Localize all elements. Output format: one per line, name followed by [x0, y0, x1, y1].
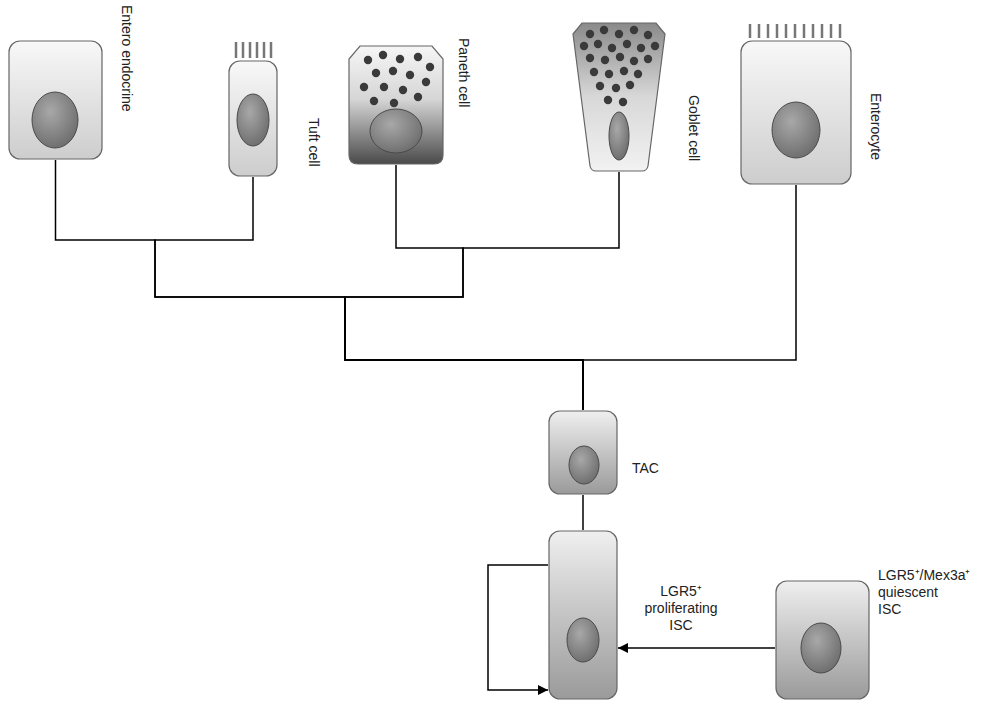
lineage-connector — [345, 165, 583, 410]
cell-label: Entero endocrine — [118, 5, 135, 112]
cell-label: Enterocyte — [867, 93, 884, 160]
cell-shape — [740, 40, 852, 185]
cell-shape — [548, 530, 618, 700]
cell-outline — [572, 22, 666, 172]
cell-node: Enterocyte — [740, 40, 852, 185]
cell-shape — [548, 410, 618, 495]
cell-shape — [775, 580, 870, 700]
cell-shape — [572, 22, 666, 172]
cell-label: TAC — [632, 460, 692, 477]
cell-label: LGR5⁺/Mex3a⁺ quiescent ISC — [878, 567, 988, 618]
cell-label: Paneth cell — [455, 38, 472, 107]
cell-node: Goblet cell — [572, 22, 666, 172]
lineage-connector — [56, 160, 584, 410]
cell-node: LGR5⁺/Mex3a⁺ quiescent ISC — [775, 580, 870, 700]
cell-label: LGR5⁺ proliferating ISC — [636, 583, 726, 634]
tuft-microvilli — [236, 42, 271, 58]
cell-node: Paneth cell — [348, 45, 444, 165]
lineage-connector — [583, 185, 796, 410]
enterocyte-microvilli — [750, 24, 840, 38]
cell-shape — [228, 60, 278, 177]
cell-outline — [348, 45, 444, 165]
lineage-connector — [155, 177, 583, 410]
cell-outline — [775, 580, 870, 700]
cell-outline — [8, 40, 103, 160]
cell-node: Tuft cell — [228, 60, 278, 177]
lineage-connector — [345, 172, 619, 410]
cell-outline — [548, 530, 618, 700]
cell-shape — [348, 45, 444, 165]
lineage-connector — [618, 647, 775, 649]
cell-node: Entero endocrine — [8, 40, 103, 160]
cell-node: LGR5⁺ proliferating ISC — [548, 530, 618, 700]
cell-label: Tuft cell — [305, 118, 322, 167]
lineage-connector — [488, 565, 548, 690]
cell-outline — [228, 60, 278, 177]
cell-outline — [548, 410, 618, 495]
cell-shape — [8, 40, 103, 160]
lineage-connector — [582, 495, 584, 530]
cell-node: TAC — [548, 410, 618, 495]
cell-outline — [740, 40, 852, 185]
cell-label: Goblet cell — [685, 95, 702, 161]
